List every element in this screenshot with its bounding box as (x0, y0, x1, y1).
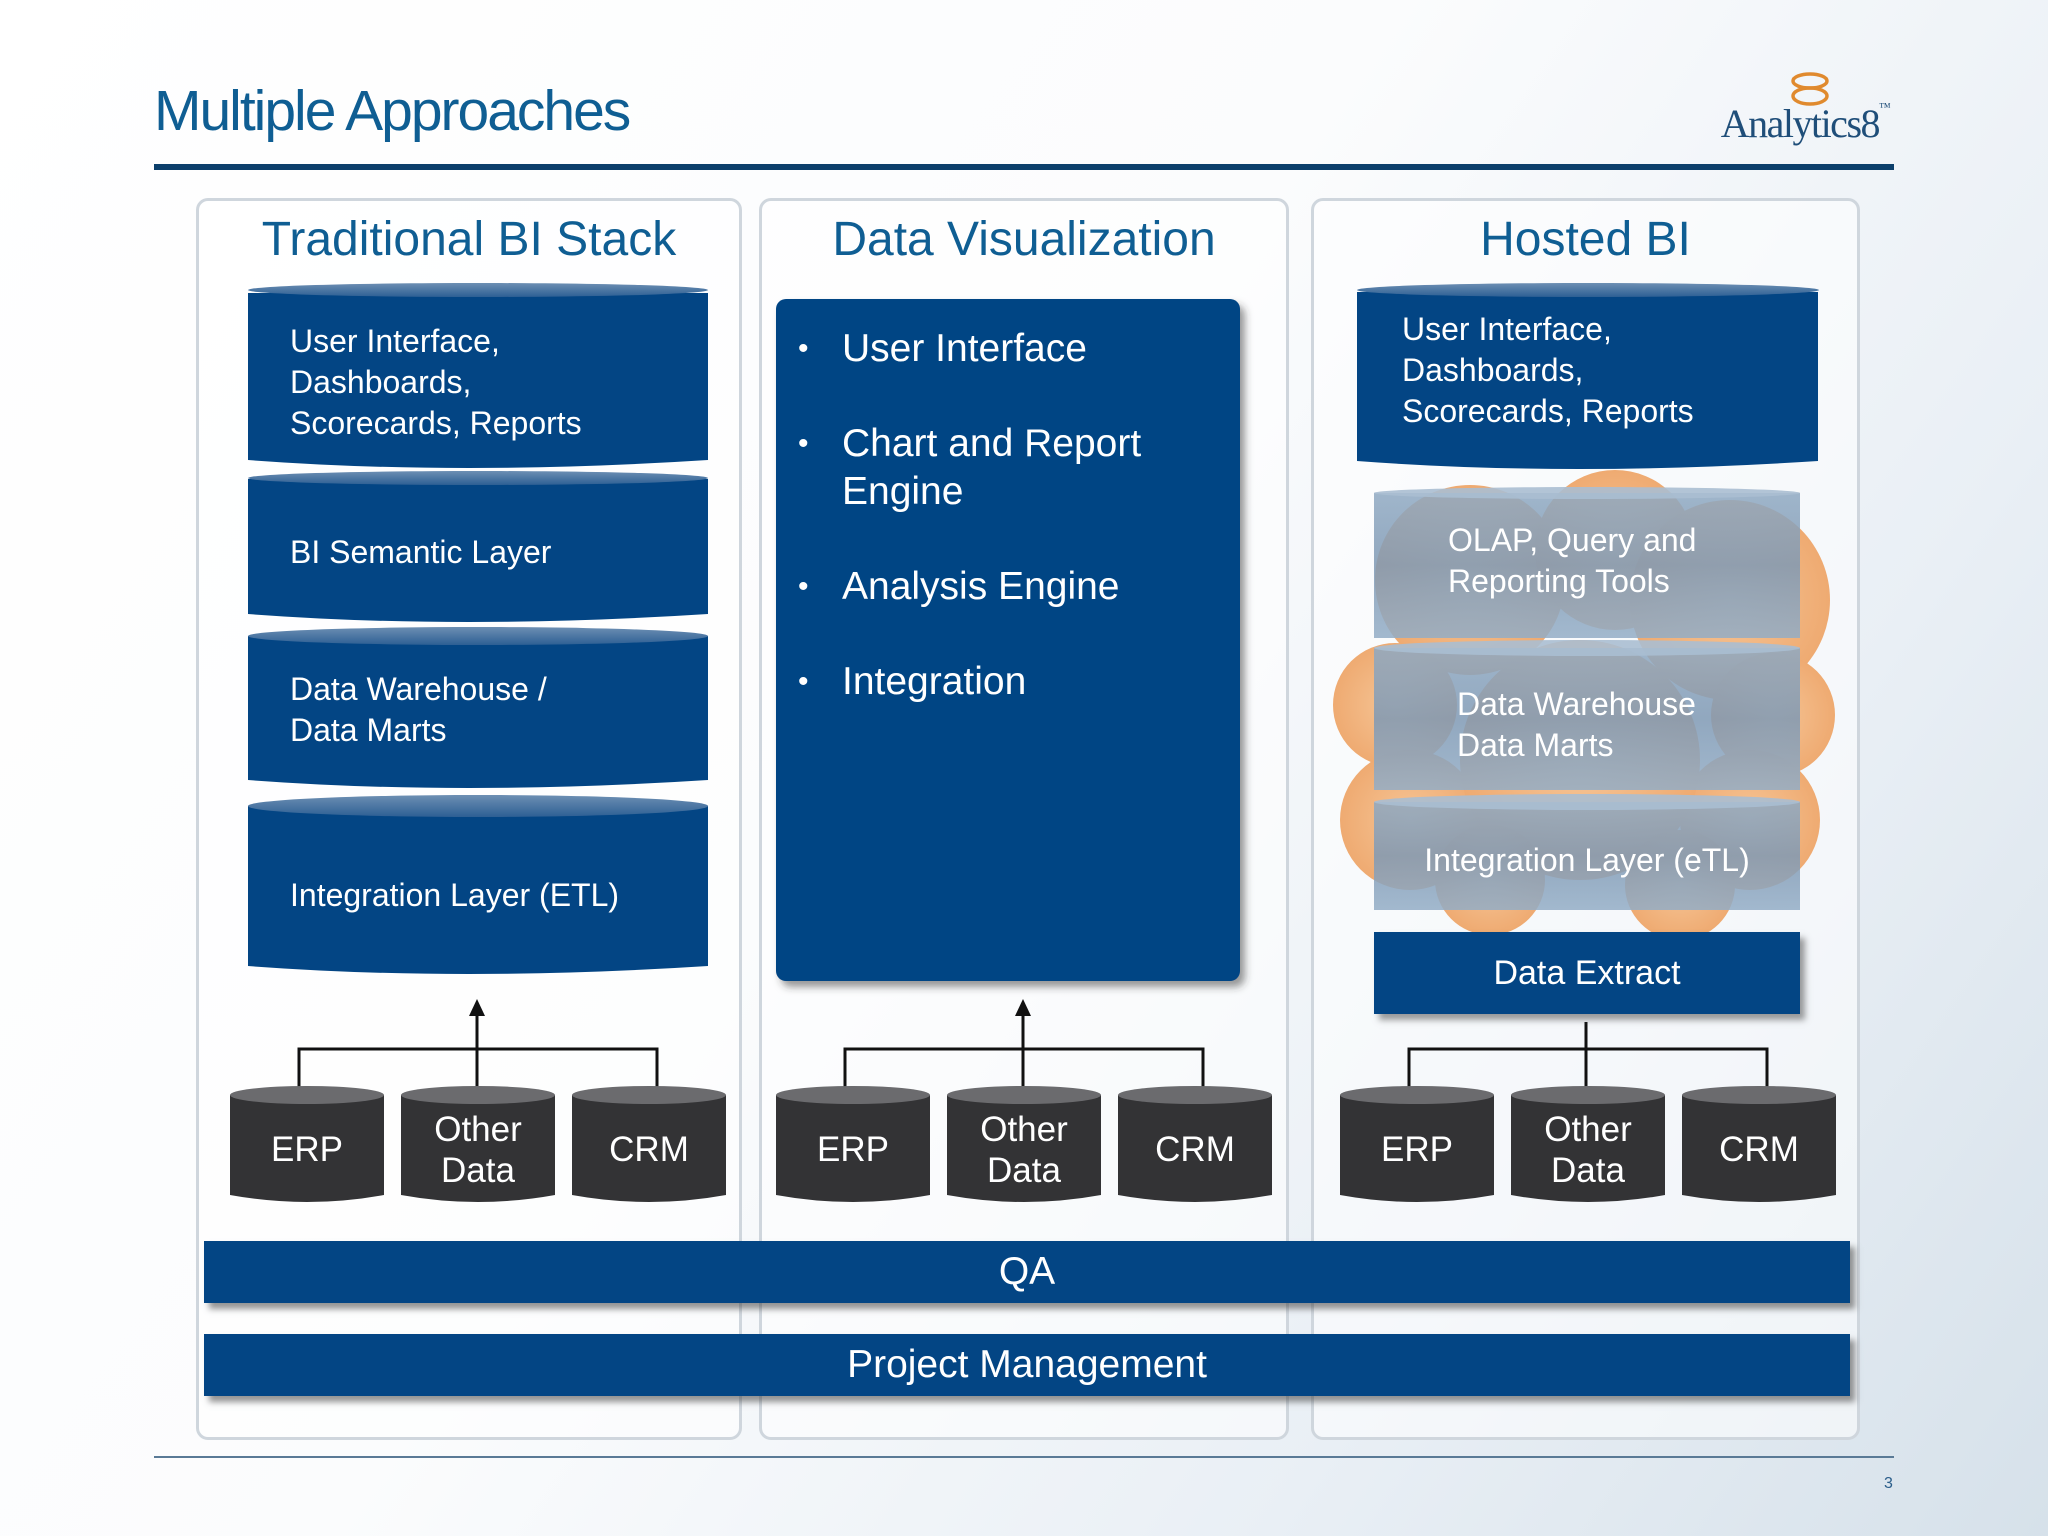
bullet-item: •User Interface (798, 327, 1087, 370)
source-label: Other Data (980, 1110, 1068, 1190)
layer-hosted-warehouse (1374, 640, 1800, 790)
database-icon (1340, 1086, 1836, 1202)
data-extract-box: Data Extract (1374, 932, 1800, 1014)
visualization-box (776, 299, 1240, 981)
logo-mark-icon (1791, 72, 1829, 106)
source-label: ERP (1381, 1130, 1453, 1169)
source-label: ERP (271, 1130, 343, 1169)
arrow-up-icon (1015, 999, 1031, 1016)
cylinder-hosted-user-interface (1357, 283, 1819, 469)
visualization-bullet-list: •User Interface •Chart and Report Engine… (798, 325, 1162, 753)
connectors-traditional (297, 1010, 659, 1087)
logo-text: Analytics8 (1720, 101, 1881, 146)
project-management-bar: Project Management (204, 1334, 1850, 1396)
cylinder-user-interface (248, 283, 708, 468)
arrow-up-icon (469, 999, 485, 1016)
analytics8-logo: Analytics8™ (1710, 72, 1900, 152)
panel-title-visualization: Data Visualization (832, 213, 1216, 266)
cylinder-data-warehouse (248, 627, 708, 788)
source-label: Other Data (434, 1110, 522, 1190)
cylinder-semantic-layer (248, 471, 708, 622)
layer-hosted-integration (1374, 794, 1800, 910)
page-number: 3 (1884, 1475, 1893, 1492)
layer-olap (1374, 487, 1800, 638)
layer-label: BI Semantic Layer (290, 534, 552, 570)
layer-label: Integration Layer (ETL) (290, 877, 620, 913)
layer-label: Data Warehouse Data Marts (1457, 686, 1696, 763)
bullet-item: •Integration (798, 660, 1027, 703)
footer-rule (154, 1456, 1894, 1458)
connectors-visualization (843, 1010, 1205, 1087)
source-label: CRM (1155, 1130, 1235, 1169)
cylinder-integration-layer (248, 795, 708, 974)
slide-title: Multiple Approaches (154, 79, 631, 143)
panel-title-traditional: Traditional BI Stack (261, 213, 677, 266)
qa-bar: QA (204, 1241, 1850, 1303)
header-rule (154, 164, 1894, 170)
layer-label: Integration Layer (eTL) (1424, 842, 1750, 878)
layer-label: User Interface, Dashboards, Scorecards, … (1402, 311, 1694, 429)
panel-title-hosted: Hosted BI (1480, 213, 1691, 266)
database-icon (776, 1086, 1272, 1202)
layer-label: OLAP, Query and Reporting Tools (1448, 522, 1697, 599)
bullet-item: •Chart and Report Engine (798, 422, 1142, 513)
source-label: CRM (1719, 1130, 1799, 1169)
layer-label: Data Warehouse / Data Marts (290, 671, 547, 748)
source-label: Other Data (1544, 1110, 1632, 1190)
database-icon (230, 1086, 726, 1202)
bullet-item: •Analysis Engine (798, 565, 1120, 608)
source-label: ERP (817, 1130, 889, 1169)
layer-label: User Interface, Dashboards, Scorecards, … (290, 323, 582, 441)
connectors-hosted (1407, 1022, 1769, 1087)
logo-trademark: ™ (1879, 100, 1891, 114)
source-label: CRM (609, 1130, 689, 1169)
